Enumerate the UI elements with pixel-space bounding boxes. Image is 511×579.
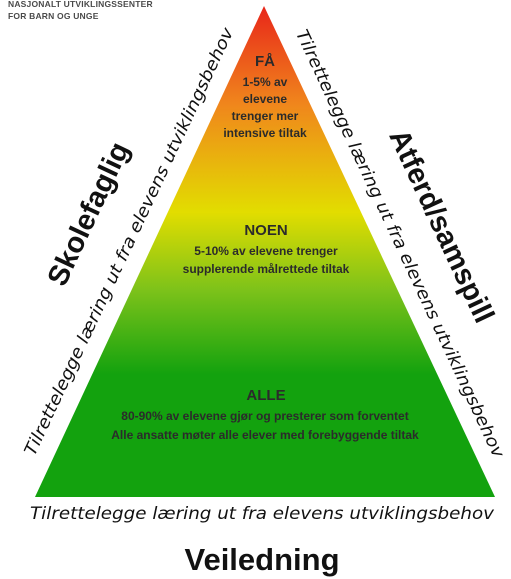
footer-title: Veiledning: [184, 542, 339, 577]
tier-all-line: 80-90% av elevene gjør og presterer som …: [121, 409, 408, 423]
tier-some: NOEN 5-10% av elevene trenger supplerend…: [183, 222, 350, 276]
tier-all-line: Alle ansatte møter alle elever med foreb…: [111, 428, 419, 442]
tier-few-line: 1-5% av: [243, 75, 288, 89]
logo-line-2: FOR BARN OG UNGE: [8, 11, 99, 21]
logo-line-1: NASJONALT UTVIKLINGSSENTER: [8, 0, 153, 9]
pyramid-shape: [35, 6, 495, 497]
logo: NASJONALT UTVIKLINGSSENTER FOR BARN OG U…: [8, 0, 153, 21]
tier-some-line: supplerende målrettede tiltak: [183, 262, 350, 276]
tier-few-line: trenger mer: [232, 109, 299, 123]
bottom-text: Tilrettelegge læring ut fra elevens utvi…: [30, 504, 495, 524]
tier-some-line: 5-10% av elevene trenger: [194, 244, 338, 258]
tier-few-line: elevene: [243, 92, 287, 106]
tier-few-title: FÅ: [255, 53, 275, 70]
tier-few-line: intensive tiltak: [223, 126, 307, 140]
tier-some-title: NOEN: [244, 222, 287, 239]
tier-all-title: ALLE: [246, 387, 285, 404]
tier-few: FÅ 1-5% av elevene trenger mer intensive…: [223, 53, 307, 140]
tier-all: ALLE 80-90% av elevene gjør og presterer…: [111, 387, 419, 442]
